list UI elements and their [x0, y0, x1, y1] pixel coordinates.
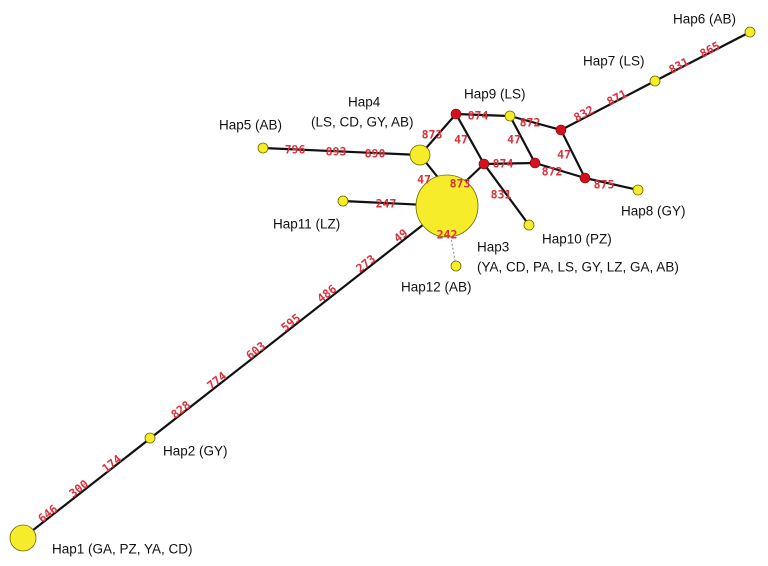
mutation-label: 603 [243, 339, 268, 363]
mutation-label: 646 [35, 502, 60, 526]
edge-mv3-hap7 [560, 80, 656, 131]
mutation-label: 595 [278, 311, 303, 335]
mutation-label: 831 [491, 188, 512, 202]
edge-hap9-mv3 [509, 114, 562, 132]
edge-mv2-hap10 [483, 163, 530, 226]
median-vector-node [529, 157, 541, 169]
mutation-label: 47 [417, 173, 431, 187]
mutation-label: 774 [204, 369, 229, 393]
node-hap6[interactable] [744, 26, 756, 38]
node-hap2[interactable] [144, 432, 156, 444]
node-hap8[interactable] [632, 184, 644, 196]
mutation-label: 873 [450, 177, 471, 191]
mutation-label: 872 [542, 165, 563, 179]
node-hap1[interactable] [9, 524, 37, 552]
mutation-label: 865 [697, 38, 722, 60]
node-hap3[interactable] [415, 174, 479, 238]
edge-mv3-mv5 [560, 129, 586, 179]
hap9-label: Hap9 (LS) [464, 87, 526, 102]
mutation-label: 486 [314, 282, 339, 306]
median-vector-node [555, 124, 567, 136]
mutation-label: 873 [422, 128, 443, 142]
hap12-label: Hap12 (AB) [401, 280, 472, 295]
hap4-label-title: Hap4 [348, 95, 381, 110]
mutation-label: 796 [285, 143, 306, 157]
mutation-label: 874 [468, 109, 489, 123]
mutation-label: 47 [454, 133, 468, 147]
mutation-label: 893 [326, 145, 347, 159]
mutation-label: 300 [66, 477, 91, 501]
mutation-label: 874 [493, 157, 514, 171]
node-hap4[interactable] [409, 144, 431, 166]
mutation-label: 247 [376, 197, 397, 211]
node-hap5[interactable] [257, 142, 269, 154]
mutation-label: 831 [666, 54, 691, 76]
median-vector-node [478, 158, 490, 170]
node-hap12[interactable] [450, 260, 462, 272]
hap10-label: Hap10 (PZ) [542, 232, 612, 247]
node-hap9[interactable] [504, 110, 516, 122]
hap8-label: Hap8 (GY) [621, 204, 686, 219]
mutation-label: 242 [437, 228, 458, 242]
hap3-label-sites: (YA, CD, PA, LS, GY, LZ, GA, AB) [477, 260, 679, 275]
median-vector-node [579, 172, 591, 184]
edge-hap5-hap4 [262, 146, 421, 157]
node-hap11[interactable] [337, 195, 349, 207]
edge-mv4-mv5 [534, 161, 586, 180]
edge-hap9-mv4 [509, 115, 536, 164]
hap3-label-title: Hap3 [477, 240, 509, 255]
mutation-label: 832 [571, 102, 596, 124]
mutation-label: 47 [507, 133, 521, 147]
edge-hap7-hap6 [654, 31, 751, 82]
mutation-label: 828 [168, 398, 193, 422]
mutation-label: 872 [520, 116, 541, 130]
edge-hap3-hap12 [449, 231, 457, 267]
edge-mv1-hap9 [455, 112, 511, 118]
hap2-label: Hap2 (GY) [163, 444, 228, 459]
hap7-label: Hap7 (LS) [583, 54, 645, 69]
haplotype-labels: Hap1 (GA, PZ, YA, CD) Hap2 (GY) Hap3 (YA… [52, 12, 736, 557]
hap4-label-sites: (LS, CD, GY, AB) [311, 115, 414, 130]
hap6-label: Hap6 (AB) [673, 12, 736, 27]
edge-mv5-hap8 [584, 176, 639, 192]
node-hap7[interactable] [649, 75, 661, 87]
mutation-label: 47 [557, 148, 571, 162]
edge-mv1-mv2 [455, 113, 485, 165]
network-edges [22, 31, 751, 539]
mutation-label: 174 [99, 452, 124, 476]
edge-mv2-mv4 [483, 161, 536, 166]
hap1-label: Hap1 (GA, PZ, YA, CD) [52, 542, 193, 557]
mutation-label: 273 [353, 252, 378, 276]
median-vector-node [450, 108, 462, 120]
mutation-label: 49 [391, 226, 411, 246]
mutation-label: 890 [365, 147, 386, 161]
hap5-label: Hap5 (AB) [219, 118, 282, 133]
node-hap10[interactable] [523, 219, 535, 231]
edge-hap1-hap3 [22, 205, 448, 539]
network-nodes [9, 26, 756, 552]
mutation-label: 875 [594, 178, 615, 192]
mutation-label: 871 [604, 86, 629, 108]
hap11-label: Hap11 (LZ) [273, 217, 340, 232]
mutation-labels: 646 300 174 828 774 603 595 486 273 49 2… [35, 38, 722, 525]
